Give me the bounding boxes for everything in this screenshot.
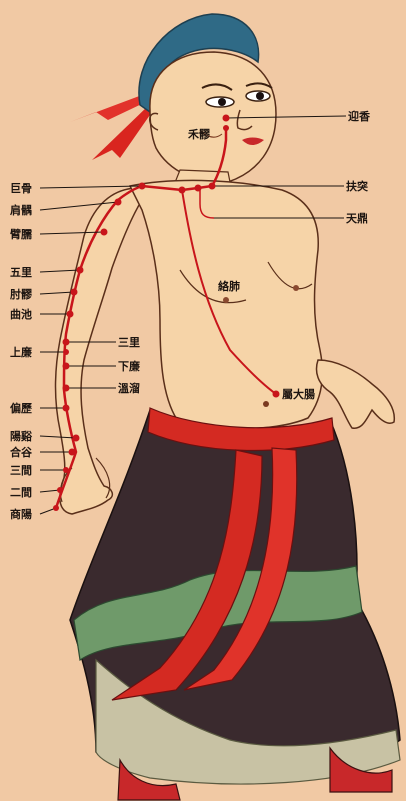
point-pianli — [63, 405, 70, 412]
point-sanjian — [63, 467, 69, 473]
point-dachang — [273, 391, 280, 398]
label-tianding: 天鼎 — [346, 212, 368, 225]
label-wenliu: 溫溜 — [118, 381, 140, 395]
right-pupil — [256, 92, 264, 100]
label-shangyang: 商陽 — [10, 507, 32, 521]
label-shouwuli: 五里 — [10, 266, 32, 279]
point-quchi — [67, 311, 74, 318]
point-binao — [101, 229, 108, 236]
label-hegu: 合谷 — [10, 445, 33, 459]
point-futu — [209, 183, 216, 190]
label-yangxi: 陽谿 — [10, 429, 33, 443]
label-pianli: 偏歷 — [10, 401, 32, 415]
right-nipple — [293, 285, 299, 291]
point-wenliu — [63, 385, 70, 392]
label-yingxiang: 迎香 — [348, 109, 371, 123]
point-xialian — [63, 363, 70, 370]
label-binao: 臂臑 — [10, 227, 32, 241]
label-jugu: 巨骨 — [10, 182, 32, 195]
label-jianyu: 肩髃 — [10, 203, 32, 217]
point-shangyang — [53, 505, 59, 511]
label-sanjian: 三間 — [10, 464, 32, 477]
point-hegu — [69, 449, 76, 456]
point-jianyu — [115, 199, 122, 206]
point-yangxi — [73, 435, 80, 442]
label-futu: 扶突 — [346, 179, 368, 193]
label-shudachang: 屬大腸 — [282, 387, 315, 401]
point-quepen — [179, 187, 186, 194]
point-shouwuli — [77, 267, 84, 274]
label-xialian: 下廉 — [118, 359, 140, 373]
label-zhouliao: 肘髎 — [10, 287, 33, 301]
point-erjian — [57, 487, 63, 493]
point-jugu — [139, 183, 146, 190]
label-heliao: 禾髎 — [188, 127, 211, 141]
point-tianding — [195, 185, 202, 192]
point-yingxiang — [223, 115, 230, 122]
left-nipple — [223, 297, 229, 303]
point-shousanli — [63, 339, 70, 346]
point-zhouliao — [71, 289, 78, 296]
label-shanglian: 上廉 — [10, 345, 32, 359]
label-shousanli: 三里 — [118, 336, 140, 349]
point-heliao — [223, 125, 229, 131]
navel — [263, 401, 269, 407]
point-shanglian — [63, 349, 69, 355]
label-luofei: 絡肺 — [218, 279, 240, 293]
label-quchi: 曲池 — [10, 307, 32, 321]
label-erjian: 二間 — [10, 486, 32, 499]
left-pupil — [218, 98, 226, 106]
